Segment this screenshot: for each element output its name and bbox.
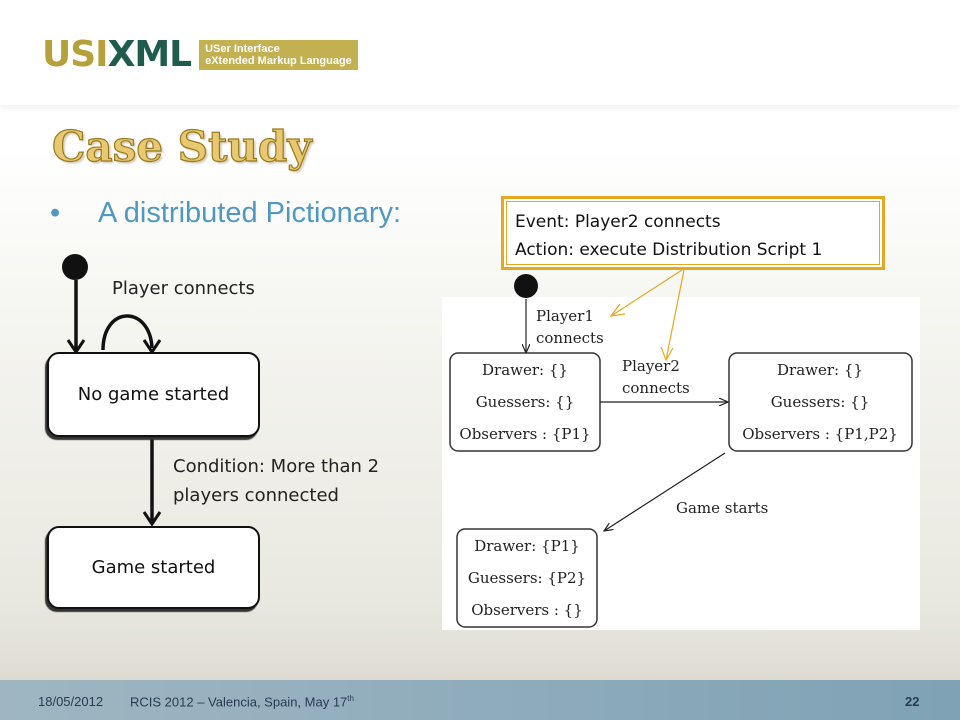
figure-state-2 <box>728 352 913 452</box>
logo-wordmark: USIXML <box>42 34 192 75</box>
callout-pointer-2 <box>665 269 685 361</box>
figure-canvas: Player1 connects Drawer: {} Guessers: {}… <box>449 299 913 628</box>
figure-s3-drawer: Drawer: {P1} <box>474 537 580 555</box>
figure-label-player2-b: connects <box>622 379 690 397</box>
figure-s3-guessers: Guessers: {P2} <box>468 569 586 587</box>
state-game-started: Game started <box>47 526 260 609</box>
figure-s2-drawer: Drawer: {} <box>777 361 863 379</box>
pictionary-state-figure: Player1 connects Drawer: {} Guessers: {}… <box>442 297 920 630</box>
usixml-logo: USIXML USer Interface eXtended Markup La… <box>42 34 358 75</box>
figure-s1-drawer: Drawer: {} <box>482 361 568 379</box>
callout-event: Event: Player2 connects <box>515 212 721 232</box>
slide-title: Case Study <box>51 121 312 171</box>
figure-label-game-starts: Game starts <box>676 499 768 517</box>
bullet-item: • A distributed Pictionary: <box>50 197 401 230</box>
callout-pointer-2-head <box>660 346 674 362</box>
figure-s1-observers: Observers : {P1} <box>459 425 590 443</box>
figure-arrow-game-starts <box>604 452 726 531</box>
figure-label-player1-b: connects <box>536 329 604 347</box>
callout-pointer-1-head <box>609 303 626 317</box>
figure-s1-guessers: Guessers: {} <box>476 393 575 411</box>
footer-event: RCIS 2012 – Valencia, Spain, May 17th <box>130 694 354 710</box>
figure-s2-guessers: Guessers: {} <box>771 393 870 411</box>
figure-initial-state-dot <box>514 274 538 298</box>
bullet-dot: • <box>50 197 61 229</box>
state-no-game-started: No game started <box>47 352 260 437</box>
label-condition: Condition: More than 2 players connected <box>173 456 380 506</box>
footer-page-number: 22 <box>905 694 920 709</box>
callout-pointer-1 <box>610 269 683 317</box>
callout-inner: Event: Player2 connects Action: execute … <box>506 201 880 265</box>
footer-bar: 18/05/2012 RCIS 2012 – Valencia, Spain, … <box>0 680 960 720</box>
figure-label-player1-a: Player1 <box>536 307 594 325</box>
label-player-connects: Player connects <box>112 278 255 299</box>
footer-date: 18/05/2012 <box>38 694 104 709</box>
logo-tagline: USer Interface eXtended Markup Language <box>199 40 358 70</box>
self-loop-arrow <box>101 314 154 351</box>
header-band: USIXML USer Interface eXtended Markup La… <box>0 0 960 105</box>
condition-arrow-head <box>142 511 162 527</box>
callout-action: Action: execute Distribution Script 1 <box>515 240 823 260</box>
figure-s2-observers: Observers : {P1,P2} <box>742 425 898 443</box>
figure-state-3 <box>456 528 598 628</box>
initial-state-dot <box>62 254 88 280</box>
figure-label-player2-a: Player2 <box>622 357 680 375</box>
bullet-text: A distributed Pictionary: <box>98 197 402 229</box>
figure-s3-observers: Observers : {} <box>471 601 583 619</box>
event-action-callout: Event: Player2 connects Action: execute … <box>501 196 885 270</box>
